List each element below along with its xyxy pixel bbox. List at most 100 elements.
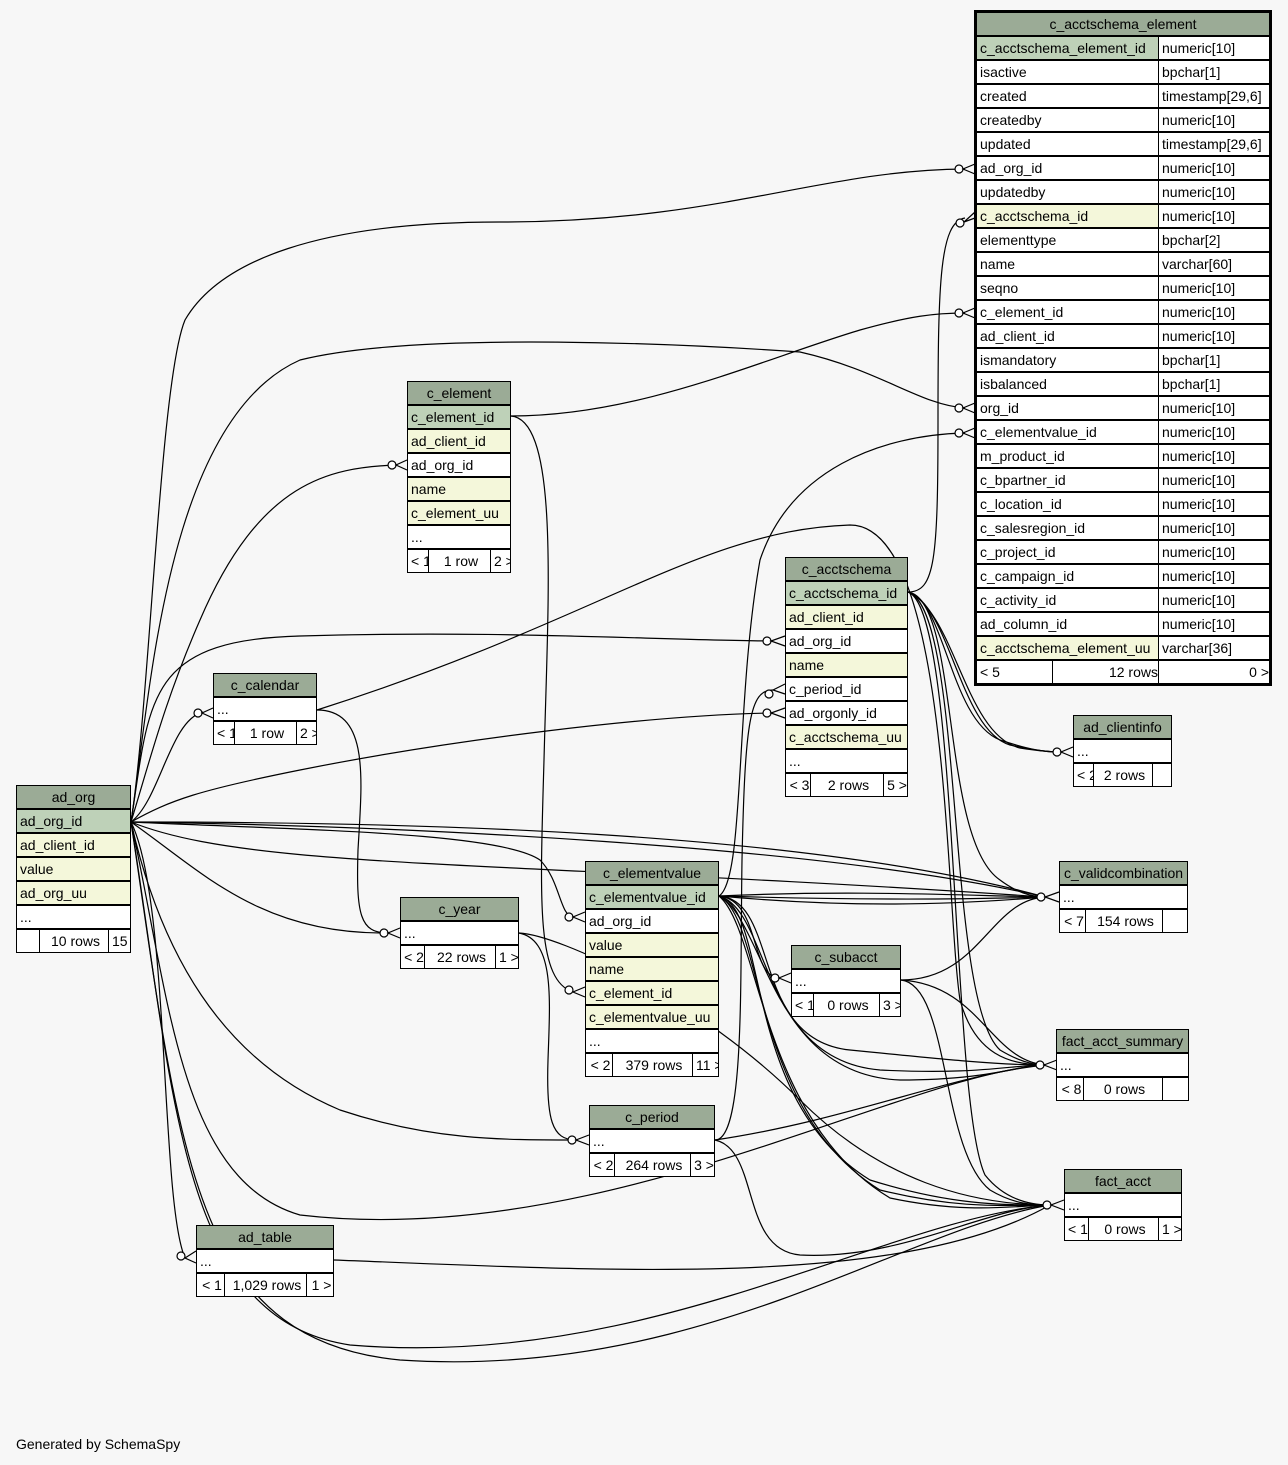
column-type: numeric[10] bbox=[1158, 540, 1270, 564]
nav-children: 1 > bbox=[495, 945, 519, 969]
crowfoot-cas-ad_orgonly_id bbox=[769, 707, 786, 719]
nav-children: 1 > bbox=[306, 1273, 334, 1297]
column-name: ... bbox=[785, 749, 908, 773]
edge-c_elementvalue-c_acctschema_element-c_elementvalue_id bbox=[718, 432, 966, 897]
column-name: c_element_id bbox=[407, 405, 511, 429]
column-name: ad_client_id bbox=[16, 833, 131, 857]
row-count: 1 row bbox=[428, 549, 491, 573]
edge-c_calendar-c_year bbox=[316, 709, 389, 934]
nav-children bbox=[1152, 763, 1172, 787]
column-name: isactive bbox=[976, 60, 1159, 84]
table-header: c_acctschema bbox=[785, 557, 908, 581]
column-type: numeric[10] bbox=[1158, 612, 1270, 636]
table-header: c_elementvalue bbox=[585, 861, 719, 885]
column-name: ... bbox=[1064, 1193, 1182, 1217]
edge-c_acctschema-c_acctschema_element-c_acctschema_id bbox=[907, 217, 966, 593]
edge-c_acctschema-c_validcombination bbox=[907, 591, 1046, 898]
column-type: numeric[10] bbox=[1158, 36, 1270, 60]
nav-parents: < 2 bbox=[400, 945, 425, 969]
column-name: ad_org_id bbox=[407, 453, 511, 477]
crowfoot-c_year bbox=[386, 927, 401, 939]
column-type: numeric[10] bbox=[1158, 468, 1270, 492]
edge-c_elementvalue-c_subacct bbox=[718, 895, 779, 979]
row-count: 1,029 rows bbox=[224, 1273, 307, 1297]
edge-c_elementvalue-c_validcombination-1 bbox=[718, 892, 1046, 898]
column-name: created bbox=[976, 84, 1159, 108]
column-name: c_salesregion_id bbox=[976, 516, 1159, 540]
edge-ad_table-fact_acct bbox=[333, 1204, 1051, 1271]
column-type: numeric[10] bbox=[1158, 108, 1270, 132]
column-name: c_activity_id bbox=[976, 588, 1159, 612]
column-name: c_acctschema_id bbox=[976, 204, 1159, 228]
column-name: ad_column_id bbox=[976, 612, 1159, 636]
column-name: ... bbox=[585, 1029, 719, 1053]
row-count: 2 rows bbox=[1093, 763, 1153, 787]
column-name: createdby bbox=[976, 108, 1159, 132]
nav-parents: < 1 bbox=[196, 1273, 225, 1297]
column-type: timestamp[29,6] bbox=[1158, 84, 1270, 108]
edge-ad_org-fact_acct-1 bbox=[130, 821, 1051, 1363]
edge-c_acctschema-fact_acct_summary bbox=[907, 591, 1046, 1066]
nav-children: 2 > bbox=[490, 549, 511, 573]
edge-c_elementvalue-c_validcombination-2 bbox=[718, 895, 1046, 900]
crowfoot-c_calendar bbox=[200, 707, 214, 719]
nav-parents bbox=[16, 929, 40, 953]
column-name: updatedby bbox=[976, 180, 1159, 204]
nav-parents: < 2 bbox=[1073, 763, 1094, 787]
column-name: value bbox=[585, 933, 719, 957]
crowfoot-ce-org_id bbox=[961, 402, 976, 414]
crowfoot-c_period bbox=[574, 1134, 590, 1146]
table-header: c_calendar bbox=[213, 673, 317, 697]
edge-c_subacct-fact_acct bbox=[900, 979, 1051, 1206]
row-count: 0 rows bbox=[813, 993, 880, 1017]
column-name: updated bbox=[976, 132, 1159, 156]
edge-marker-ad_table bbox=[176, 1251, 186, 1261]
column-name: ... bbox=[213, 697, 317, 721]
nav-children: 3 > bbox=[879, 993, 901, 1017]
edge-c_subacct-fact_acct_summary bbox=[900, 979, 1046, 1066]
edge-c_year-fact_acct bbox=[518, 932, 1051, 1206]
edge-ad_org-c_acctschema_element-ad_org_id bbox=[130, 168, 966, 823]
edge-ad_org-c_period bbox=[130, 821, 577, 1141]
crowfoot-c_subacct bbox=[777, 972, 792, 984]
column-name: c_elementvalue_id bbox=[976, 420, 1159, 444]
column-type: bpchar[2] bbox=[1158, 228, 1270, 252]
edge-ad_org-c_acctschema-ad_org_id bbox=[130, 633, 774, 823]
edge-ad_org-ad_table bbox=[130, 821, 186, 1259]
column-name: ismandatory bbox=[976, 348, 1159, 372]
column-type: numeric[10] bbox=[1158, 516, 1270, 540]
edge-c_elementvalue-c_validcombination-3 bbox=[718, 895, 1046, 905]
column-name: ... bbox=[589, 1129, 715, 1153]
column-name: ad_orgonly_id bbox=[785, 701, 908, 725]
column-name: ad_client_id bbox=[785, 605, 908, 629]
table-header: c_validcombination bbox=[1059, 861, 1188, 885]
nav-children bbox=[1162, 1077, 1189, 1101]
table-header: fact_acct_summary bbox=[1056, 1029, 1189, 1053]
edge-marker-ce-c_acctschema_id bbox=[955, 218, 965, 228]
row-count: 12 rows bbox=[1052, 660, 1159, 684]
edge-c_year-c_period bbox=[518, 932, 577, 1141]
row-count: 379 rows bbox=[612, 1053, 693, 1077]
column-name: ... bbox=[1073, 739, 1172, 763]
table-header: c_subacct bbox=[791, 945, 901, 969]
nav-parents: < 2 bbox=[585, 1053, 613, 1077]
crowfoot-c_validcombination bbox=[1043, 891, 1060, 903]
edge-marker-cev-c_element_id bbox=[564, 985, 574, 995]
column-name: c_acctschema_element_uu bbox=[976, 636, 1159, 660]
column-type: numeric[10] bbox=[1158, 492, 1270, 516]
column-name: ad_org_uu bbox=[16, 881, 131, 905]
column-name: c_acctschema_uu bbox=[785, 725, 908, 749]
column-type: numeric[10] bbox=[1158, 156, 1270, 180]
edge-marker-cas-c_period_id bbox=[764, 689, 774, 699]
nav-children: 2 > bbox=[296, 721, 317, 745]
column-type: numeric[10] bbox=[1158, 300, 1270, 324]
edge-ad_org-fact_acct-2 bbox=[130, 821, 1051, 1349]
edge-ad_org-c_validcombination-2 bbox=[130, 821, 1046, 898]
column-name: c_acctschema_id bbox=[785, 581, 908, 605]
column-type: varchar[60] bbox=[1158, 252, 1270, 276]
column-name: ad_org_id bbox=[16, 809, 131, 833]
column-type: numeric[10] bbox=[1158, 180, 1270, 204]
table-header: c_year bbox=[400, 897, 519, 921]
column-type: numeric[10] bbox=[1158, 396, 1270, 420]
